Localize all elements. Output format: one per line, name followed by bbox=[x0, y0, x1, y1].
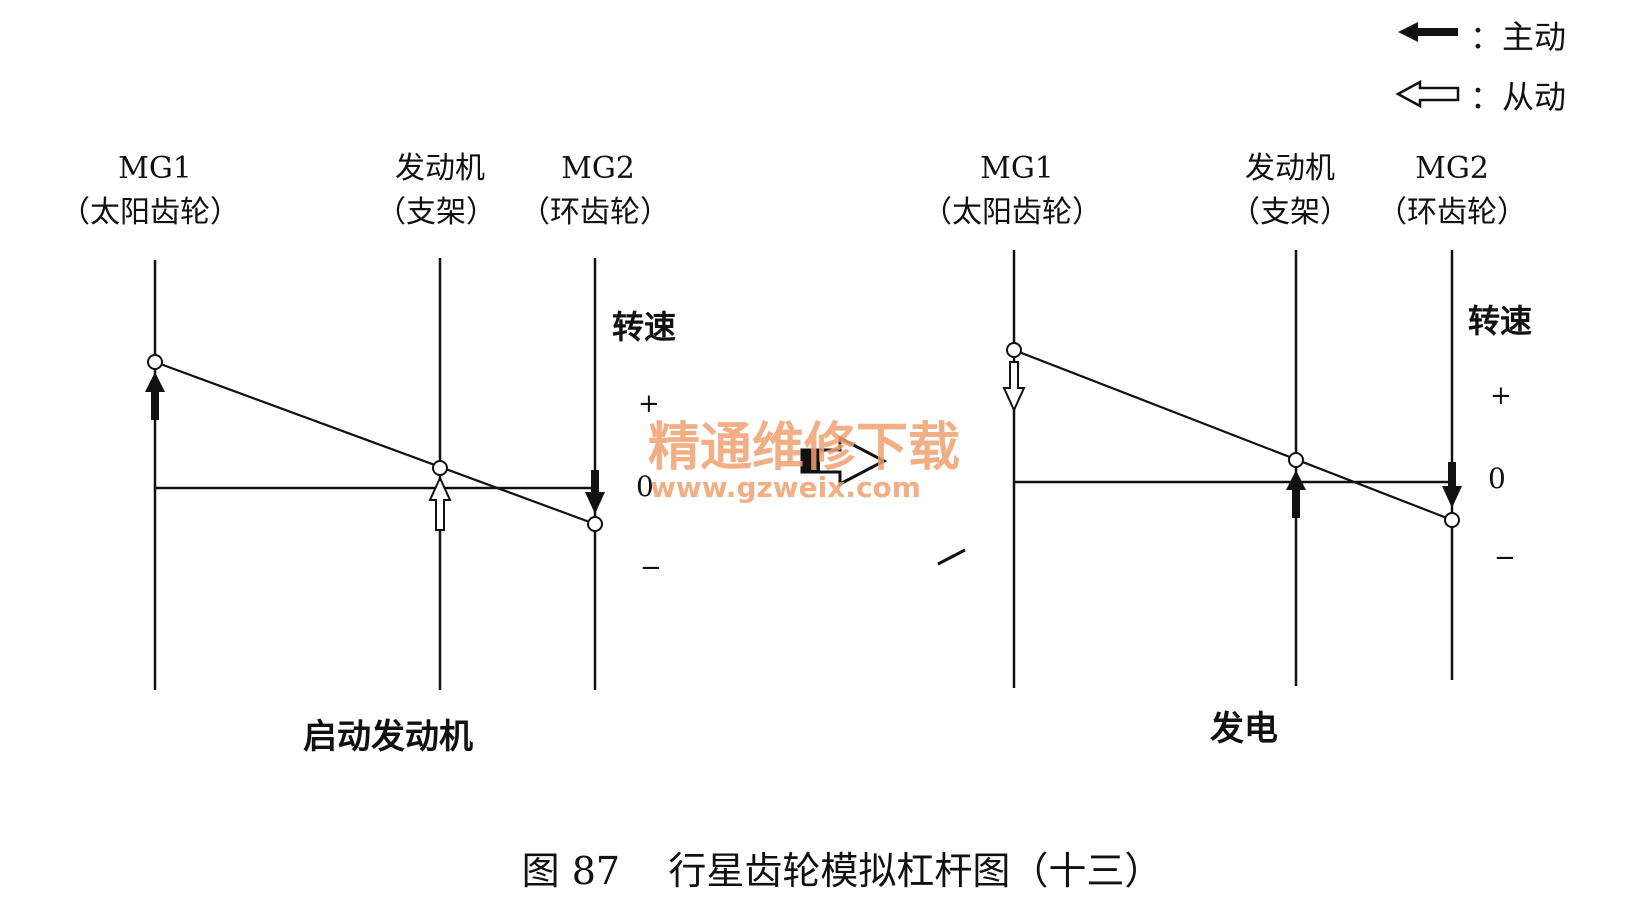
right-minus-label: − bbox=[1494, 543, 1516, 573]
left-diagram: MG1 （太阳齿轮） 发动机 （支架） MG2 （环齿轮） 转速 + 0 − 启… bbox=[60, 151, 676, 757]
left-zero-label: 0 bbox=[636, 470, 654, 503]
legend-driving-label: ：主动 bbox=[1470, 18, 1566, 56]
left-speed-label: 转速 bbox=[612, 308, 676, 346]
right-mg1-sub-label: （太阳齿轮） bbox=[922, 195, 1102, 230]
scan-mark bbox=[937, 548, 966, 566]
left-mg1-sub-label: （太阳齿轮） bbox=[60, 195, 240, 230]
right-mg2-driving-arrow-icon bbox=[1442, 462, 1462, 508]
left-lever-line bbox=[154, 360, 596, 526]
right-zero-label: 0 bbox=[1488, 462, 1506, 495]
right-plus-label: + bbox=[1490, 381, 1512, 411]
transition-arrow-icon bbox=[800, 435, 888, 487]
right-caption: 发电 bbox=[1210, 709, 1278, 749]
left-plus-label: + bbox=[638, 389, 660, 419]
left-mg2-label: MG2 bbox=[561, 151, 635, 186]
right-mg2-sub-label: （环齿轮） bbox=[1377, 195, 1527, 230]
right-engine-point bbox=[1288, 452, 1304, 468]
legend-driven-label: ：从动 bbox=[1470, 78, 1566, 116]
left-engine-sub-label: （支架） bbox=[376, 195, 496, 230]
legend: ：主动 ：从动 bbox=[1395, 18, 1566, 116]
left-mg2-sub-label: （环齿轮） bbox=[520, 195, 670, 230]
right-mg2-point bbox=[1444, 512, 1460, 528]
left-mg2-point bbox=[587, 516, 603, 532]
left-caption: 启动发动机 bbox=[303, 717, 473, 757]
right-engine-sub-label: （支架） bbox=[1230, 195, 1350, 230]
right-mg2-label: MG2 bbox=[1415, 151, 1489, 186]
driving-arrow-icon bbox=[1398, 22, 1458, 42]
right-mg1-label: MG1 bbox=[980, 151, 1054, 186]
right-speed-label: 转速 bbox=[1468, 302, 1532, 340]
watermark-title: 精通维修下载 bbox=[648, 418, 960, 478]
right-lever-line bbox=[1013, 348, 1453, 522]
left-minus-label: − bbox=[640, 553, 662, 583]
left-engine-driven-arrow-icon bbox=[428, 475, 452, 531]
left-engine-point bbox=[432, 460, 448, 476]
right-mg1-point bbox=[1006, 342, 1022, 358]
left-mg2-driving-arrow-icon bbox=[585, 470, 605, 514]
right-mg1-driven-arrow-icon bbox=[1002, 361, 1026, 413]
figure-caption: 图 87 行星齿轮模拟杠杆图（十三） bbox=[522, 849, 1163, 893]
right-engine-driving-arrow-icon bbox=[1286, 470, 1306, 518]
left-engine-label: 发动机 bbox=[395, 151, 485, 186]
right-diagram: MG1 （太阳齿轮） 发动机 （支架） MG2 （环齿轮） 转速 + 0 − 发… bbox=[922, 151, 1532, 749]
left-mg1-driving-arrow-icon bbox=[145, 372, 165, 420]
left-mg1-label: MG1 bbox=[118, 151, 192, 186]
right-engine-label: 发动机 bbox=[1245, 151, 1335, 186]
left-mg1-point bbox=[147, 354, 163, 370]
watermark-url: www.gzweix.com bbox=[650, 471, 921, 504]
driven-arrow-icon bbox=[1395, 79, 1460, 109]
